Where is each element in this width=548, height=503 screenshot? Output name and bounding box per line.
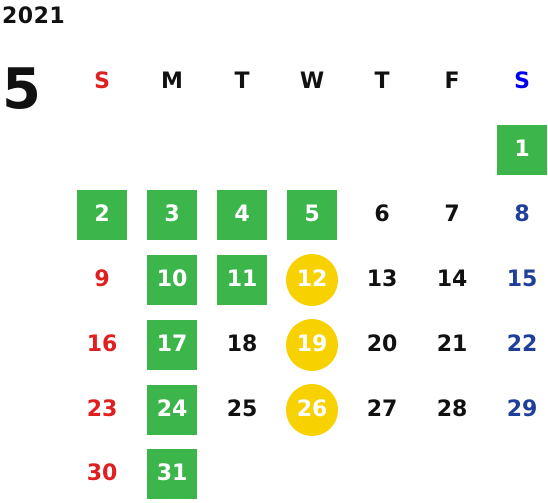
day-cell[interactable]: 28 [426, 386, 478, 434]
day-cell[interactable]: 9 [76, 256, 128, 304]
day-number: 3 [164, 202, 180, 227]
day-cell-green[interactable]: 24 [147, 385, 197, 435]
day-cell-yellow[interactable]: 26 [286, 384, 338, 436]
day-number: 10 [156, 267, 188, 292]
day-cell[interactable]: 16 [76, 321, 128, 369]
day-number: 15 [506, 267, 538, 292]
day-number: 1 [514, 137, 530, 162]
day-number: 12 [296, 267, 328, 292]
day-number: 17 [156, 332, 188, 357]
day-cell[interactable]: 13 [356, 256, 408, 304]
day-cell-green[interactable]: 11 [217, 255, 267, 305]
day-cell-green[interactable]: 5 [287, 190, 337, 240]
day-number: 25 [226, 397, 258, 422]
day-number: 22 [506, 332, 538, 357]
day-number: 13 [366, 267, 398, 292]
day-number: 16 [86, 332, 118, 357]
day-cell-green[interactable]: 3 [147, 190, 197, 240]
weekday-label: T [234, 69, 250, 94]
weekday-label: S [514, 69, 530, 94]
day-number: 27 [366, 397, 398, 422]
day-cell-green[interactable]: 10 [147, 255, 197, 305]
weekday-label: M [161, 69, 183, 94]
day-number: 7 [444, 202, 460, 227]
day-number: 24 [156, 397, 188, 422]
day-cell[interactable]: 22 [496, 321, 548, 369]
year-label: 2021 [2, 4, 66, 29]
day-cell-green[interactable]: 31 [147, 449, 197, 499]
day-number: 5 [304, 202, 320, 227]
month-label: 5 [2, 57, 41, 122]
weekday-label: S [94, 69, 110, 94]
day-cell-green[interactable]: 2 [77, 190, 127, 240]
day-cell-green[interactable]: 1 [497, 125, 547, 175]
day-number: 21 [436, 332, 468, 357]
day-number: 8 [514, 202, 530, 227]
weekday-label: W [299, 69, 325, 94]
day-number: 14 [436, 267, 468, 292]
day-number: 19 [296, 332, 328, 357]
weekday-label: F [444, 69, 460, 94]
day-number: 11 [226, 267, 258, 292]
day-cell-yellow[interactable]: 12 [286, 254, 338, 306]
day-cell[interactable]: 14 [426, 256, 478, 304]
day-cell[interactable]: 8 [496, 191, 548, 239]
day-cell[interactable]: 18 [216, 321, 268, 369]
day-number: 20 [366, 332, 398, 357]
day-cell[interactable]: 27 [356, 386, 408, 434]
day-number: 18 [226, 332, 258, 357]
day-cell[interactable]: 7 [426, 191, 478, 239]
day-cell[interactable]: 25 [216, 386, 268, 434]
day-number: 26 [296, 397, 328, 422]
day-cell-green[interactable]: 4 [217, 190, 267, 240]
day-number: 4 [234, 202, 250, 227]
day-number: 23 [86, 397, 118, 422]
day-cell[interactable]: 21 [426, 321, 478, 369]
day-number: 9 [94, 267, 110, 292]
day-cell-yellow[interactable]: 19 [286, 319, 338, 371]
day-cell[interactable]: 20 [356, 321, 408, 369]
day-cell[interactable]: 23 [76, 386, 128, 434]
day-cell[interactable]: 15 [496, 256, 548, 304]
day-cell[interactable]: 30 [76, 450, 128, 498]
day-number: 6 [374, 202, 390, 227]
weekday-label: T [374, 69, 390, 94]
day-number: 2 [94, 202, 110, 227]
day-number: 29 [506, 397, 538, 422]
day-cell-green[interactable]: 17 [147, 320, 197, 370]
day-number: 31 [156, 461, 188, 486]
day-cell[interactable]: 6 [356, 191, 408, 239]
day-number: 28 [436, 397, 468, 422]
day-number: 30 [86, 461, 118, 486]
day-cell[interactable]: 29 [496, 386, 548, 434]
